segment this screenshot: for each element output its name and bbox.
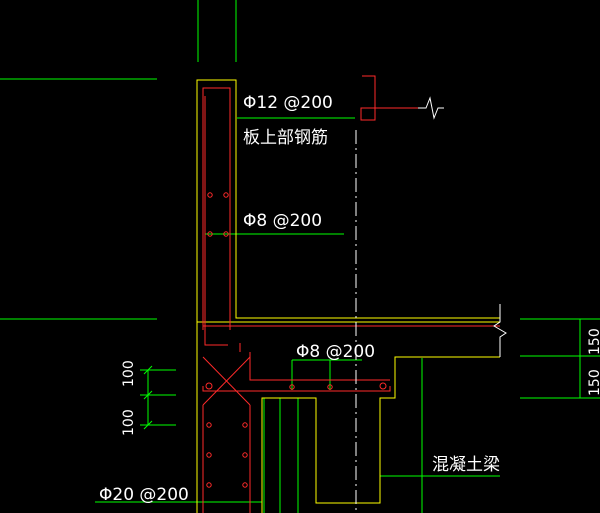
- break-symbol-top: [418, 96, 444, 120]
- slab-top-rebar-name: 板上部钢筋: [243, 128, 328, 148]
- dimension-right-lower: 150: [587, 369, 600, 396]
- concrete-beam-label: 混凝土梁: [432, 455, 500, 475]
- beam-stirrup-spec: Φ8 @200: [296, 342, 375, 362]
- rebar: [202, 75, 500, 513]
- slab-top-rebar-spec: Φ12 @200: [243, 93, 333, 113]
- dimension-ticks: [143, 365, 153, 430]
- dimension-left-lower: 100: [121, 409, 137, 436]
- bottom-rebar-spec: Φ20 @200: [99, 485, 189, 505]
- concrete-outline: [196, 79, 500, 513]
- dimension-right-upper: 150: [587, 328, 600, 355]
- break-symbol-beam: [493, 304, 507, 357]
- wall-rebar-spec: Φ8 @200: [243, 211, 322, 231]
- dimension-left-upper: 100: [121, 360, 137, 387]
